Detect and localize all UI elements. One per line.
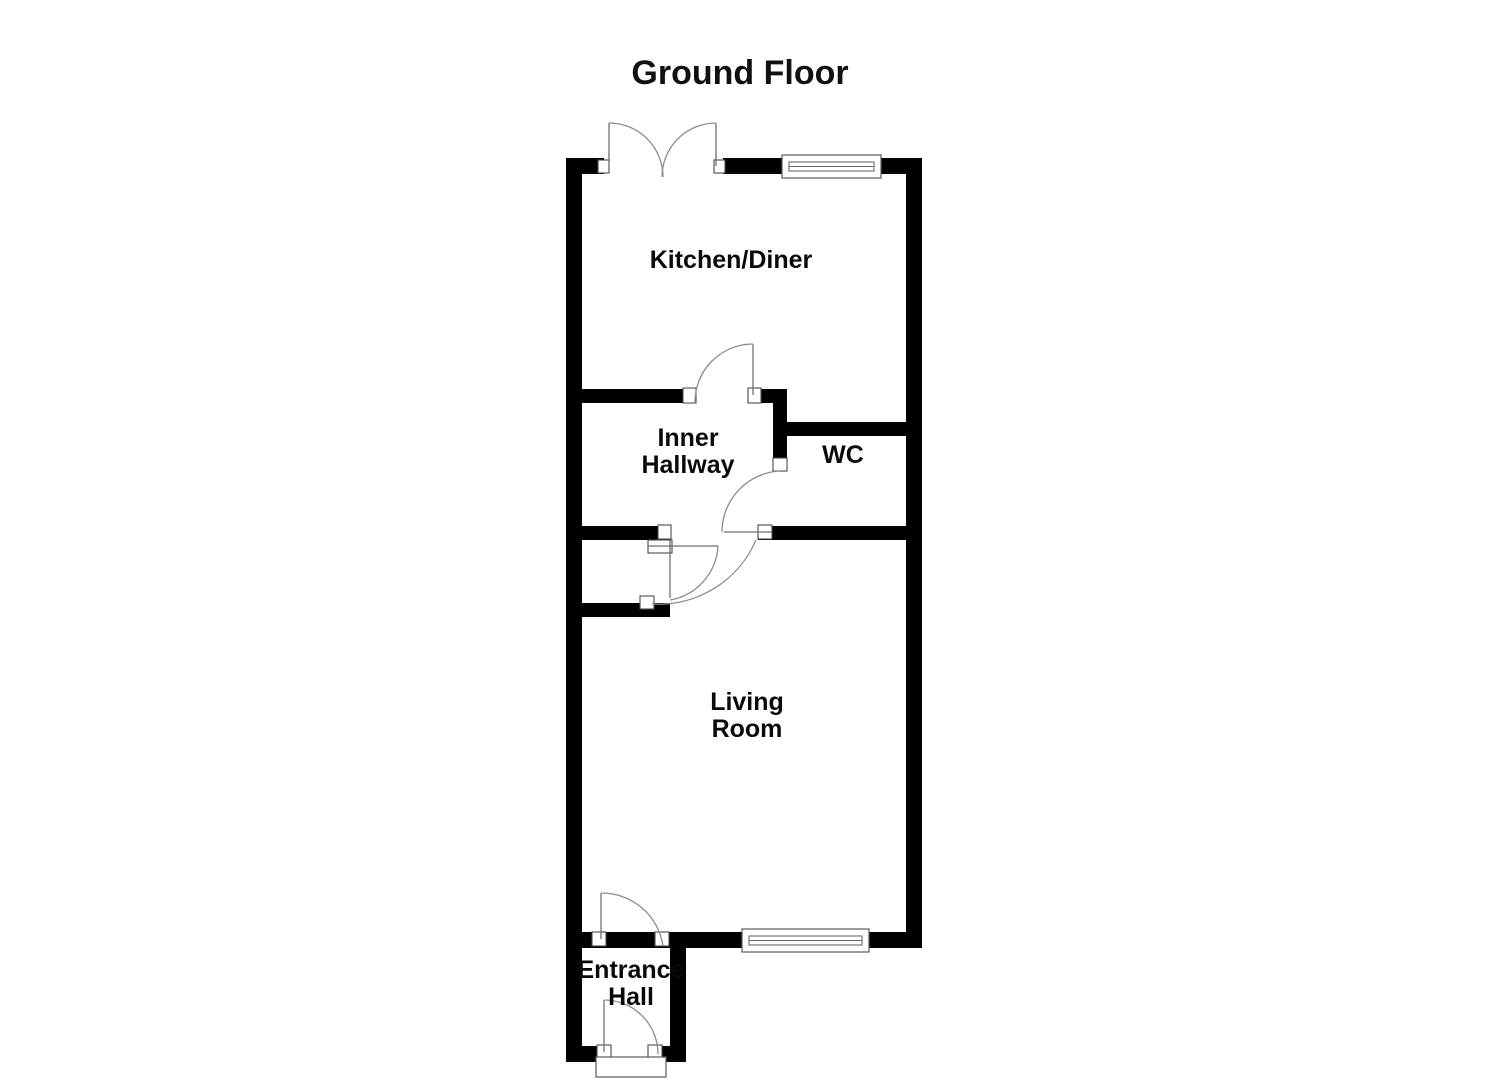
room-label-living-room-line2: Room [712, 715, 783, 743]
room-label-inner-hallway-line1: Inner [657, 424, 718, 452]
wall-hall-living-left [566, 526, 670, 540]
wall-west-entrance [566, 940, 582, 1062]
floor-area [581, 173, 905, 1047]
wall-entrance-east [670, 940, 686, 1062]
living-room-window [741, 928, 870, 953]
cupboard-door-left [647, 524, 719, 601]
patio-door-right [661, 122, 726, 178]
wall-north-middle [723, 158, 783, 174]
room-label-inner-hallway-line2: Hallway [641, 451, 734, 479]
wall-east-main [906, 158, 922, 948]
living-room-door [639, 539, 757, 610]
room-label-wc: WC [822, 441, 864, 469]
page-title: Ground Floor [631, 54, 848, 92]
patio-door-left [597, 122, 664, 178]
wall-hallway-east-upper [773, 389, 787, 469]
front-door [595, 999, 667, 1078]
room-labels: Kitchen/Diner Inner Hallway WC Living Ro… [578, 246, 864, 1011]
wall-kitchen-hall-left [566, 389, 686, 403]
wall-hall-living-right [758, 526, 906, 540]
windows-group [741, 154, 882, 953]
wall-west-main [566, 158, 582, 948]
kitchen-hallway-door [682, 343, 762, 404]
room-label-living-room-line1: Living [710, 688, 784, 716]
room-label-entrance-hall-line1: Entrance [578, 956, 685, 984]
wall-entrance-south-right [661, 1046, 686, 1062]
room-label-kitchen-diner: Kitchen/Diner [650, 246, 813, 274]
entrance-inner-door [591, 892, 670, 947]
wall-entrance-south-left [566, 1046, 601, 1062]
wall-structure [566, 158, 922, 1062]
doors-group [591, 122, 788, 1078]
wall-wc-north [787, 422, 906, 436]
kitchen-window [781, 154, 882, 179]
room-label-entrance-hall-line2: Hall [608, 983, 654, 1011]
wall-south-living-right [868, 932, 922, 948]
wc-door [721, 457, 788, 540]
wall-south-living-stub [685, 932, 743, 948]
